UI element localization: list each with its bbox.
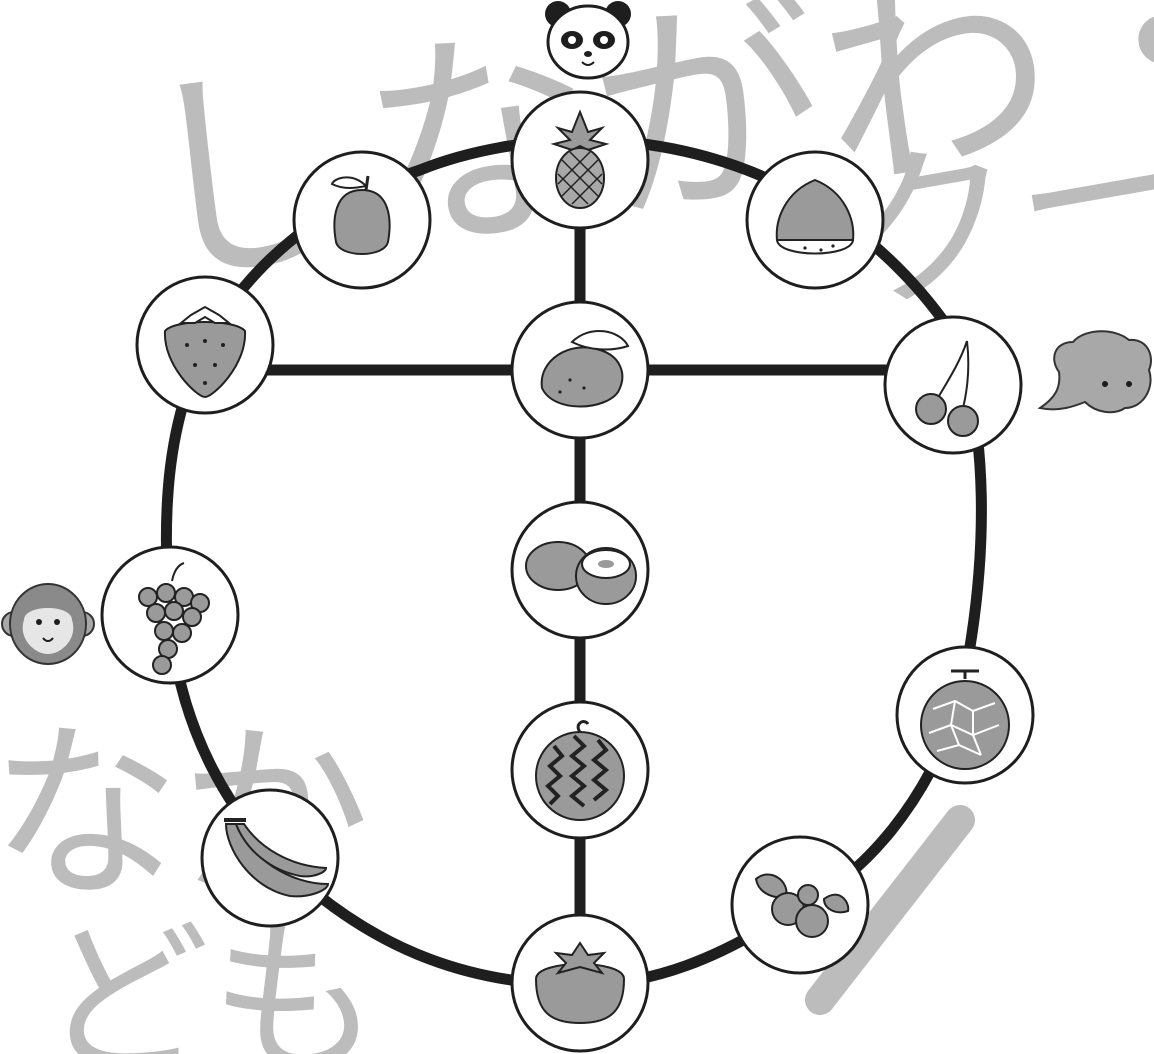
node-cherry[interactable] (885, 317, 1021, 453)
animal-monkey[interactable] (2, 584, 94, 664)
monkey-icon (2, 584, 94, 664)
elephant-icon (1040, 331, 1151, 412)
watermark-text-bottom-left-2: ども (40, 903, 380, 1054)
node-persimmon[interactable] (512, 915, 648, 1051)
node-pineapple[interactable] (512, 92, 648, 228)
node-pear[interactable] (294, 152, 430, 288)
node-blueberry[interactable] (732, 837, 868, 973)
node-chestnut[interactable] (747, 152, 883, 288)
node-melon[interactable] (897, 647, 1033, 783)
animal-elephant[interactable] (1040, 331, 1151, 412)
node-kiwi[interactable] (512, 502, 648, 638)
panda-icon (545, 1, 631, 78)
node-grape[interactable] (102, 547, 238, 683)
node-lemon[interactable] (512, 302, 648, 438)
node-strawberry[interactable] (137, 277, 273, 413)
node-banana[interactable] (202, 790, 338, 926)
node-watermelon[interactable] (512, 702, 648, 838)
animal-panda[interactable] (545, 1, 631, 78)
